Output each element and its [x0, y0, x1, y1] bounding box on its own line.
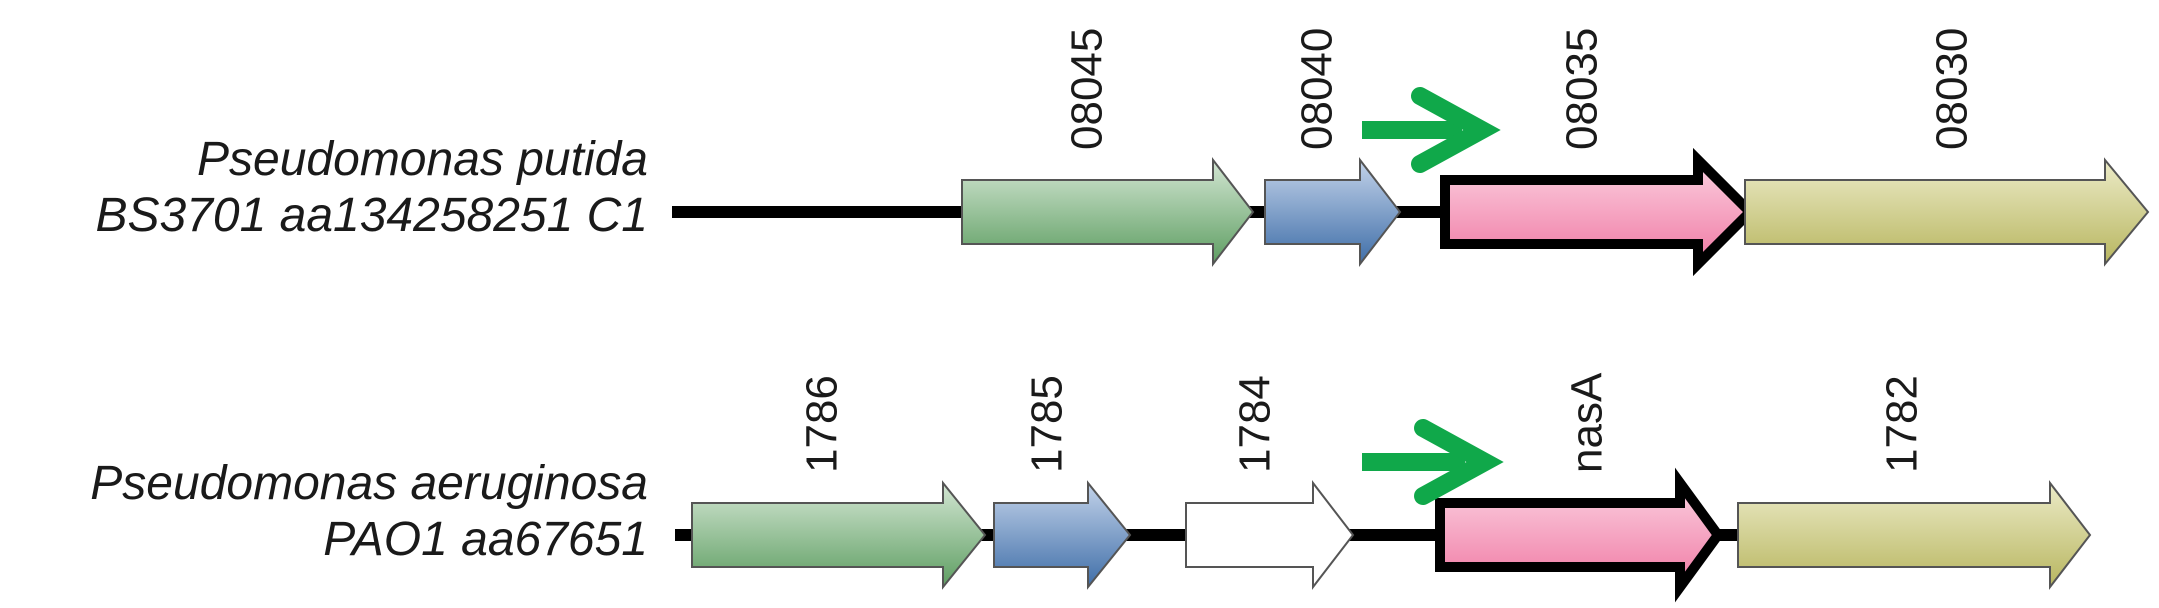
gene-arrow-08040 [1264, 157, 1402, 267]
gene-row: 1786 1785 1784 nasA 1782 [675, 372, 2092, 603]
gene-label: 1786 [798, 375, 847, 473]
gene-label: 08040 [1293, 28, 1342, 150]
organism-label-putida: Pseudomonas putida BS3701 aa134258251 C1 [96, 132, 649, 244]
organism-name: Pseudomonas putida [197, 133, 648, 186]
organism-label-aeruginosa: Pseudomonas aeruginosa PAO1 aa67651 [90, 456, 648, 568]
gene-label: nasA [1563, 372, 1612, 473]
gene-label: 08045 [1063, 28, 1112, 150]
gene-arrow-1786 [691, 480, 987, 590]
gene-label: 1782 [1878, 375, 1927, 473]
organism-strain: BS3701 aa134258251 C1 [95, 189, 649, 242]
organism-strain: PAO1 aa67651 [323, 513, 648, 566]
gene-label: 08030 [1928, 28, 1977, 150]
gene-arrow-1784 [1185, 480, 1355, 590]
promoter-arrow-icon [1362, 87, 1501, 173]
gene-arrow-1782 [1737, 480, 2092, 590]
gene-label: 08035 [1558, 28, 1607, 150]
gene-arrow-08030 [1744, 157, 2150, 267]
gene-label: 1785 [1023, 375, 1072, 473]
gene-arrow-nasA [1435, 467, 1725, 603]
gene-row: 08045 08040 08035 08030 [672, 28, 2150, 277]
promoter-arrow-icon [1362, 419, 1504, 505]
gene-arrow-08045 [961, 157, 1255, 267]
gene-label: 1784 [1231, 375, 1280, 473]
organism-name: Pseudomonas aeruginosa [90, 457, 648, 510]
gene-arrow-08035 [1440, 147, 1758, 277]
gene-arrow-1785 [993, 480, 1132, 590]
